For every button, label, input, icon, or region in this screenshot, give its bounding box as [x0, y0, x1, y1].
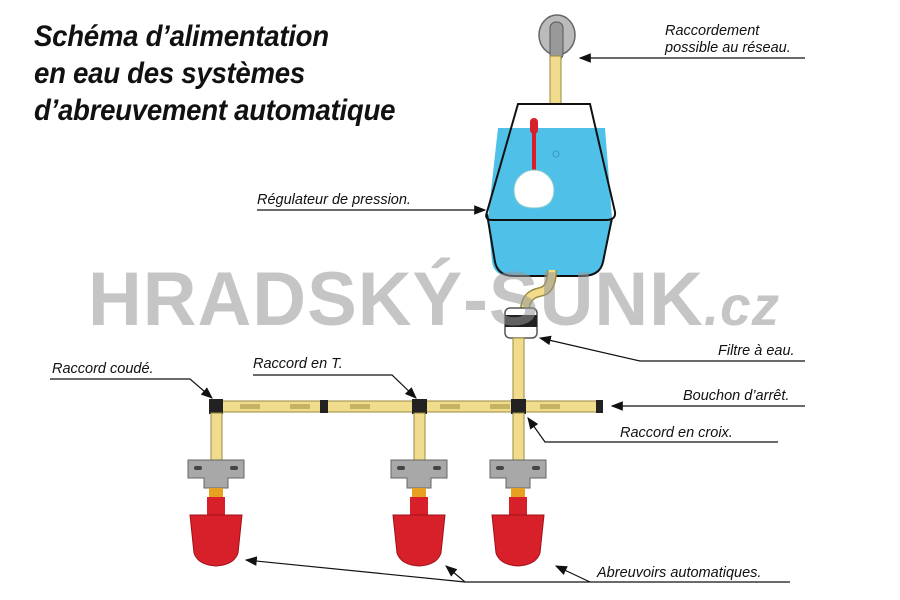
stop-plug	[596, 400, 603, 413]
pressure-regulator-tank	[485, 103, 617, 277]
title-line-1: Schéma d’alimentation	[34, 20, 329, 53]
label-abreuvoirs: Abreuvoirs automatiques.	[597, 565, 762, 581]
label-filtre: Filtre à eau.	[718, 343, 795, 359]
main-pipe	[209, 399, 603, 414]
label-raccord-t: Raccord en T.	[253, 356, 343, 372]
elbow-fitting	[209, 399, 223, 414]
label-raccordement-line1: Raccordement	[665, 23, 760, 39]
drinkers	[187, 412, 547, 567]
leader-lines	[50, 53, 805, 583]
automatic-drinker	[390, 412, 448, 567]
page-title: Schéma d’alimentation en eau des système…	[34, 18, 395, 129]
label-raccord-croix: Raccord en croix.	[620, 425, 733, 441]
label-regulateur: Régulateur de pression.	[257, 192, 411, 208]
label-bouchon: Bouchon d’arrêt.	[683, 388, 790, 404]
title-line-3: d’abreuvement automatique	[34, 94, 396, 127]
watermark-suffix: .cz	[703, 274, 781, 337]
tee-fitting	[412, 399, 427, 414]
label-raccordement-line2: possible au réseau.	[665, 40, 791, 56]
automatic-drinker	[187, 412, 245, 567]
automatic-drinker	[489, 412, 547, 567]
label-raccordement: Raccordement possible au réseau.	[665, 23, 791, 57]
title-line-2: en eau des systèmes	[34, 57, 305, 90]
cross-fitting	[511, 399, 526, 414]
label-raccord-coude: Raccord coudé.	[52, 361, 154, 377]
tap-connection	[538, 14, 576, 105]
watermark-text: HRADSKÝ-SUNK	[88, 257, 704, 342]
watermark: HRADSKÝ-SUNK.cz	[88, 262, 780, 338]
water-filter	[504, 269, 557, 403]
